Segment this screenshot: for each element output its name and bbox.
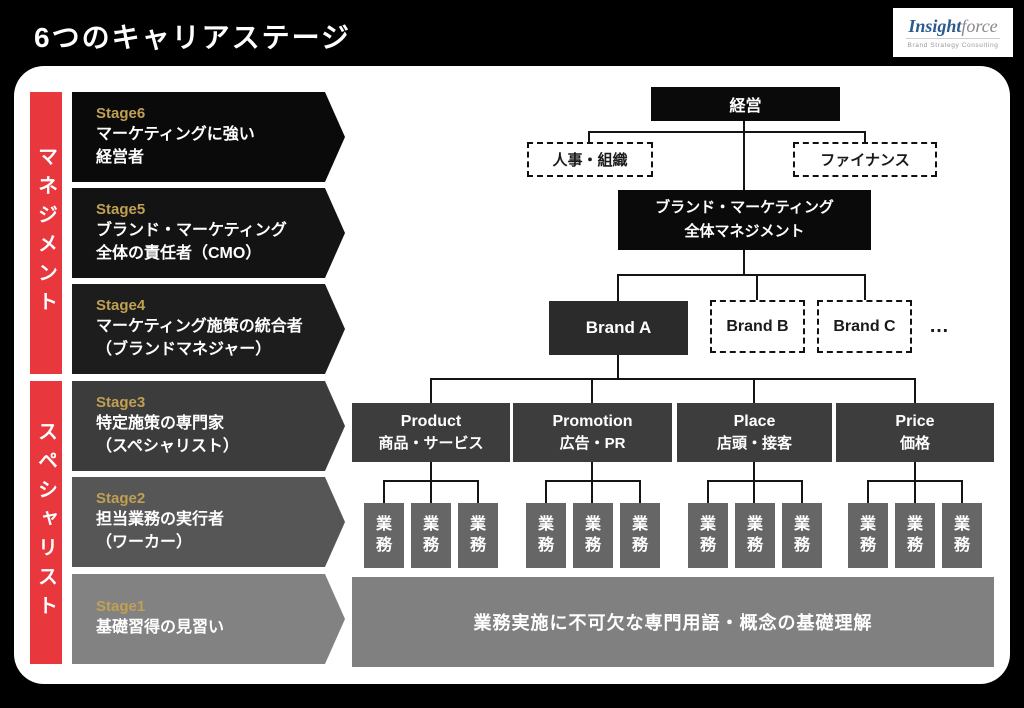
stage-text: 経営者 [96, 148, 145, 166]
stage-text: （スペシャリスト） [96, 437, 239, 455]
org-box-brand-marketing-management: ブランド・マーケティング 全体マネジメント [618, 190, 871, 250]
more-brands-ellipsis: … [929, 315, 951, 337]
task-label: 業務 [537, 515, 554, 554]
stage-number: Stage1 [96, 598, 146, 616]
task-label: 業務 [469, 515, 486, 554]
stage-arrow-1: Stage1 基礎習得の見習い [72, 574, 345, 664]
logo-force-text: force [961, 15, 998, 36]
org-box-promotion: Promotion 広告・PR [513, 403, 672, 462]
category-ja: 価格 [899, 435, 930, 453]
category-en: Promotion [552, 413, 633, 431]
stage-number: Stage3 [96, 394, 146, 412]
stage-arrow-4: Stage4 マーケティング施策の統合者 （ブランドマネジャー） [72, 284, 345, 374]
task-label: 業務 [584, 515, 601, 554]
task-box: 業務 [688, 503, 728, 568]
org-box-management: 経営 [651, 87, 840, 121]
stage-arrow-5: Stage5 ブランド・マーケティング 全体の責任者（CMO） [72, 188, 345, 278]
org-box-brand-b: Brand B [710, 300, 805, 353]
stage-text: マーケティング施策の統合者 [96, 318, 303, 336]
org-box-place: Place 店頭・接客 [677, 403, 832, 462]
stage-group-management: マネジメント [30, 92, 62, 374]
org-chart-connectors [383, 121, 963, 506]
stage-text: 特定施策の専門家 [96, 415, 225, 433]
logo: Insightforce Brand Strategy Consulting [893, 8, 1013, 57]
task-label: 業務 [906, 515, 923, 554]
task-label: 業務 [422, 515, 439, 554]
stage-text: 全体の責任者（CMO） [96, 244, 262, 262]
task-label: 業務 [746, 515, 763, 554]
stage-group-specialist-label: スペシャリスト [34, 421, 57, 624]
foundation-bar: 業務実施に不可欠な専門用語・概念の基礎理解 [352, 577, 994, 667]
stage-text: 基礎習得の見習い [96, 619, 225, 637]
task-box: 業務 [411, 503, 451, 568]
task-box: 業務 [942, 503, 982, 568]
org-box-brand-a: Brand A [549, 301, 688, 355]
stage-arrow-2: Stage2 担当業務の実行者 （ワーカー） [72, 477, 345, 567]
org-box-price: Price 価格 [836, 403, 994, 462]
category-ja: 商品・サービス [378, 435, 484, 453]
stage-text: （ブランドマネジャー） [96, 340, 272, 358]
task-box: 業務 [526, 503, 566, 568]
org-box-line: 全体マネジメント [684, 223, 805, 240]
category-ja: 広告・PR [559, 435, 626, 453]
stage-text: マーケティングに強い [96, 126, 255, 144]
task-box: 業務 [735, 503, 775, 568]
task-box: 業務 [620, 503, 660, 568]
logo-insight-text: Insight [908, 15, 962, 36]
task-box: 業務 [848, 503, 888, 568]
task-label: 業務 [699, 515, 716, 554]
org-box-brand-c: Brand C [817, 300, 912, 353]
category-en: Place [733, 413, 776, 431]
org-box-finance: ファイナンス [793, 142, 937, 177]
stage-group-specialist: スペシャリスト [30, 381, 62, 664]
task-label: 業務 [953, 515, 970, 554]
org-box-hr: 人事・組織 [527, 142, 653, 177]
stage-number: Stage5 [96, 201, 146, 219]
stage-number: Stage2 [96, 490, 146, 508]
org-box-line: ブランド・マーケティング [655, 199, 834, 216]
task-label: 業務 [631, 515, 648, 554]
task-label: 業務 [859, 515, 876, 554]
task-label: 業務 [375, 515, 392, 554]
stage-arrow-6: Stage6 マーケティングに強い 経営者 [72, 92, 345, 182]
category-en: Product [400, 413, 462, 431]
task-box: 業務 [573, 503, 613, 568]
category-ja: 店頭・接客 [716, 435, 792, 453]
stage-group-management-label: マネジメント [34, 146, 57, 320]
stage-text: （ワーカー） [96, 533, 193, 551]
stage-text: ブランド・マーケティング [96, 222, 287, 240]
stage-number: Stage4 [96, 297, 146, 315]
task-label: 業務 [793, 515, 810, 554]
task-box: 業務 [895, 503, 935, 568]
task-box: 業務 [782, 503, 822, 568]
category-en: Price [895, 413, 935, 431]
logo-tagline: Brand Strategy Consulting [907, 41, 999, 49]
stage-number: Stage6 [96, 105, 146, 123]
task-box: 業務 [458, 503, 498, 568]
logo-wordmark: Insightforce [906, 15, 1000, 39]
task-box: 業務 [364, 503, 404, 568]
org-box-product: Product 商品・サービス [352, 403, 510, 462]
content-panel: マネジメント スペシャリスト Stage6 マーケティングに強い 経営者 Sta… [14, 66, 1010, 684]
stage-arrow-3: Stage3 特定施策の専門家 （スペシャリスト） [72, 381, 345, 471]
page-title: 6つのキャリアステージ [34, 22, 352, 53]
stage-text: 担当業務の実行者 [96, 511, 225, 529]
